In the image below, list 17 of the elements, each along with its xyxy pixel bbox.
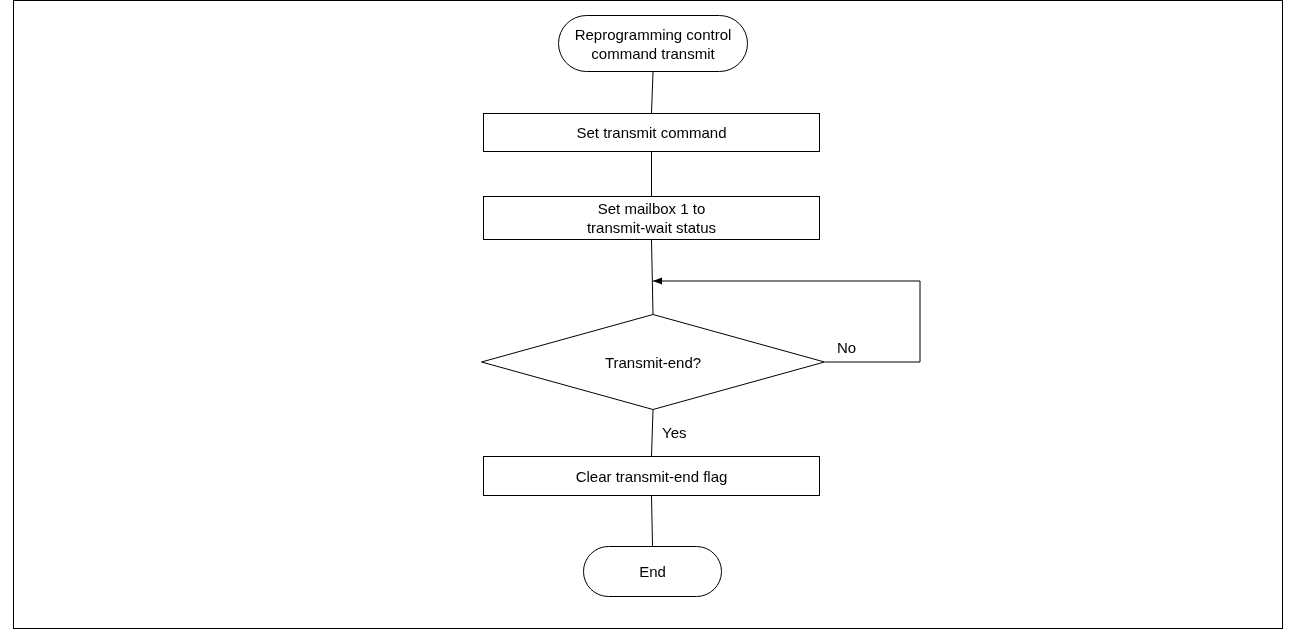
node-text: Transmit-end? bbox=[604, 352, 702, 372]
terminal-shape bbox=[558, 15, 748, 72]
node-text: Set mailbox 1 to transmit-wait status bbox=[585, 199, 718, 237]
connector-line bbox=[651, 71, 654, 114]
connector-line bbox=[651, 495, 653, 547]
node-text: End bbox=[639, 562, 666, 581]
process-box bbox=[483, 456, 820, 496]
process-box bbox=[483, 113, 820, 152]
node-text: Set transmit command bbox=[576, 123, 727, 142]
connector-line bbox=[651, 239, 654, 315]
process-box bbox=[483, 196, 820, 240]
arrow bbox=[652, 277, 921, 363]
connector-line bbox=[651, 151, 652, 197]
terminal-shape bbox=[583, 546, 722, 597]
node-text: Reprogramming control command transmit bbox=[573, 24, 733, 63]
connector-line bbox=[651, 409, 654, 457]
node-text: Clear transmit-end flag bbox=[575, 466, 728, 486]
